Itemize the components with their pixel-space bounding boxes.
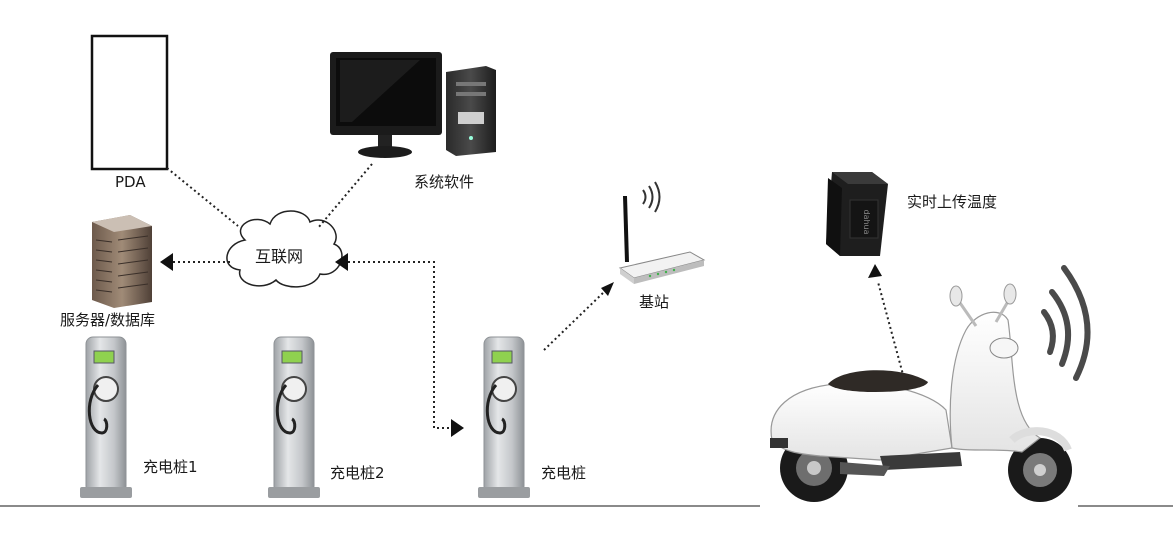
wireless-signal-icon bbox=[1041, 265, 1091, 381]
link-scooter-device bbox=[877, 281, 906, 383]
router-signal-icon bbox=[642, 181, 661, 213]
arrow-to-device bbox=[868, 264, 882, 278]
arrow-to-charger bbox=[451, 419, 464, 437]
link-charger-base bbox=[543, 291, 605, 351]
system-software-label: 系统软件 bbox=[414, 173, 475, 191]
monitor-icon bbox=[330, 52, 442, 158]
realtime-device-label: 实时上传温度 bbox=[907, 193, 998, 211]
base-station-label: 基站 bbox=[639, 293, 670, 311]
server-rack-icon bbox=[92, 215, 152, 308]
pc-tower-icon bbox=[446, 66, 496, 156]
arrow-to-base bbox=[601, 282, 614, 296]
charger-station-3 bbox=[478, 336, 530, 498]
charger-3-label: 充电桩 bbox=[541, 464, 587, 482]
wifi-router-icon bbox=[618, 195, 706, 284]
pda-icon bbox=[90, 34, 169, 171]
link-charger-internet bbox=[348, 261, 452, 429]
arrow-to-server bbox=[160, 253, 173, 271]
device-brand-label: dahua bbox=[862, 209, 871, 234]
charger-1-label: 充电桩1 bbox=[143, 458, 198, 476]
scooter-icon bbox=[770, 283, 1072, 502]
arrow-heads bbox=[160, 253, 882, 437]
arrow-to-internet bbox=[335, 253, 348, 271]
link-computer-internet bbox=[317, 163, 373, 229]
link-pda-internet bbox=[166, 167, 239, 227]
tracker-device-icon: dahua bbox=[826, 172, 888, 256]
charger-station-1 bbox=[80, 336, 132, 498]
pda-label: PDA bbox=[115, 173, 146, 191]
charger-station-2 bbox=[268, 336, 320, 498]
server-db-label: 服务器/数据库 bbox=[60, 311, 156, 329]
connection-lines bbox=[166, 163, 906, 429]
internet-label: 互联网 bbox=[255, 247, 304, 266]
charger-2-label: 充电桩2 bbox=[330, 464, 385, 482]
